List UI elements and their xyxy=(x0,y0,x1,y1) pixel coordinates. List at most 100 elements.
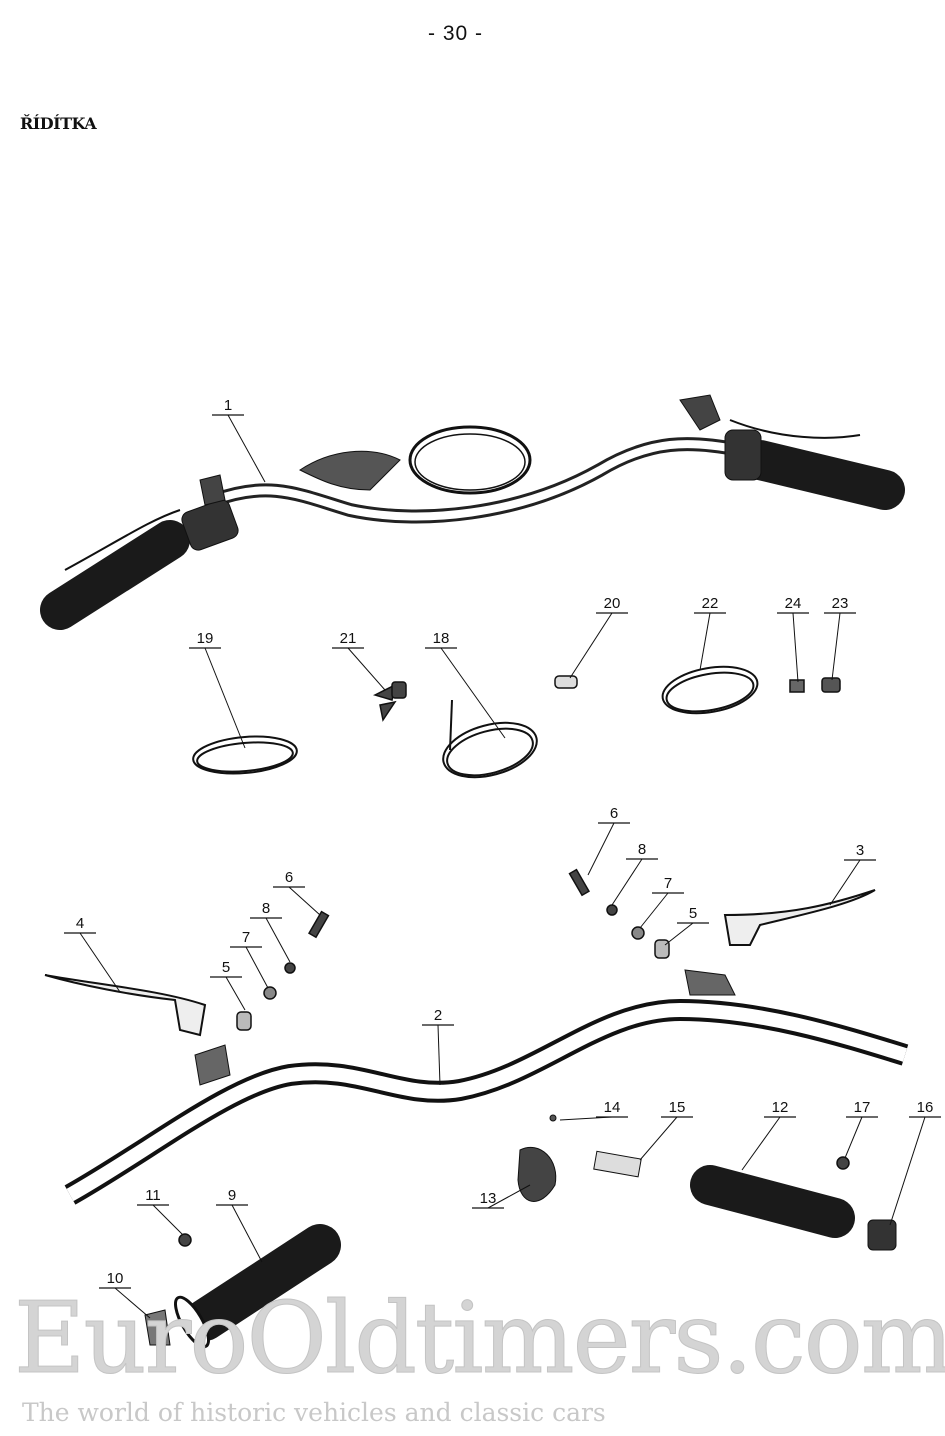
leader-line xyxy=(792,612,799,683)
callout-number: 21 xyxy=(340,630,357,647)
callout-8: 8 xyxy=(250,900,291,963)
leader-line xyxy=(844,1116,863,1159)
screw-24 xyxy=(789,679,805,693)
leader-line xyxy=(587,822,615,876)
nipple-20 xyxy=(554,675,578,689)
leader-line xyxy=(231,1204,263,1263)
leader-line xyxy=(440,647,506,739)
leader-line xyxy=(829,859,861,906)
callout-number: 5 xyxy=(222,959,230,976)
callout-16: 16 xyxy=(889,1099,941,1226)
callout-9: 9 xyxy=(216,1187,263,1263)
callout-number: 11 xyxy=(145,1187,161,1204)
callout-number: 6 xyxy=(285,869,293,886)
callout-number: 14 xyxy=(604,1099,621,1116)
bare-handlebar xyxy=(64,969,909,1205)
callout-number: 24 xyxy=(785,595,802,612)
callout-19: 19 xyxy=(189,630,246,749)
callout-number: 10 xyxy=(107,1270,124,1287)
callout-2: 2 xyxy=(422,1007,454,1086)
callout-number: 8 xyxy=(262,900,270,917)
cable-18 xyxy=(442,721,538,779)
callout-number: 8 xyxy=(638,841,646,858)
cable-22 xyxy=(661,665,759,715)
leader-line xyxy=(559,1116,613,1121)
callout-10: 10 xyxy=(99,1270,151,1319)
small-parts xyxy=(178,675,850,1247)
grips xyxy=(144,1114,897,1349)
callout-6: 6 xyxy=(273,869,321,916)
callout-8: 8 xyxy=(611,841,658,906)
callout-5: 5 xyxy=(210,959,246,1011)
callout-number: 19 xyxy=(197,630,214,647)
callout-number: 3 xyxy=(856,842,864,859)
grip-end-16 xyxy=(867,1219,897,1251)
callout-number: 18 xyxy=(433,630,450,647)
callout-number: 12 xyxy=(772,1099,789,1116)
callout-21: 21 xyxy=(332,630,386,691)
callout-number: 22 xyxy=(702,595,719,612)
callout-number: 15 xyxy=(669,1099,686,1116)
grip-9 xyxy=(184,1224,341,1341)
leader-line xyxy=(225,976,246,1011)
callout-6: 6 xyxy=(587,805,630,876)
leader-line xyxy=(288,886,321,916)
grip-12 xyxy=(690,1165,855,1238)
leader-line xyxy=(741,1116,781,1171)
callout-3: 3 xyxy=(829,842,876,906)
leader-line xyxy=(245,946,269,989)
callout-15: 15 xyxy=(639,1099,693,1161)
callout-24: 24 xyxy=(777,595,809,683)
callout-5: 5 xyxy=(664,905,709,946)
leader-line xyxy=(227,414,266,483)
callout-11: 11 xyxy=(137,1187,184,1236)
page-number: - 30 - xyxy=(428,22,484,45)
callout-number: 23 xyxy=(832,595,849,612)
cable-19 xyxy=(192,735,298,775)
leader-line xyxy=(831,612,841,681)
callout-14: 14 xyxy=(559,1099,628,1121)
leader-line xyxy=(611,858,643,906)
callout-17: 17 xyxy=(844,1099,878,1159)
lever-3 xyxy=(723,889,876,946)
leader-line xyxy=(639,1116,678,1161)
callout-7: 7 xyxy=(639,875,684,929)
leader-line xyxy=(114,1287,151,1319)
watermark-brand: EuroOldtimers.com xyxy=(14,1282,945,1397)
grip-end-13 xyxy=(517,1147,557,1202)
callout-number: 16 xyxy=(917,1099,934,1116)
callout-4: 4 xyxy=(64,915,121,993)
cables xyxy=(192,665,759,779)
bolt-6-right xyxy=(568,868,590,897)
screw-14 xyxy=(549,1114,557,1122)
leader-line xyxy=(664,922,694,946)
leader-line xyxy=(699,612,711,671)
callout-12: 12 xyxy=(741,1099,796,1171)
callout-13: 13 xyxy=(472,1184,531,1209)
lever-4 xyxy=(44,974,207,1037)
leader-line xyxy=(569,612,613,679)
leader-line xyxy=(79,932,121,993)
callout-number: 6 xyxy=(610,805,618,822)
callout-number: 7 xyxy=(664,875,672,892)
callout-number: 9 xyxy=(228,1187,236,1204)
callout-number: 17 xyxy=(854,1099,871,1116)
callout-number: 5 xyxy=(689,905,697,922)
leader-line xyxy=(487,1184,531,1209)
leader-line xyxy=(347,647,386,691)
callout-number: 2 xyxy=(434,1007,442,1024)
leader-line xyxy=(437,1024,441,1086)
section-title: ŘÍDÍTKA xyxy=(20,114,97,133)
leader-line xyxy=(889,1116,926,1226)
callout-23: 23 xyxy=(824,595,856,681)
callout-1: 1 xyxy=(212,397,266,483)
callout-number: 4 xyxy=(76,915,84,932)
watermark-tagline: The world of historic vehicles and class… xyxy=(22,1398,606,1427)
leader-line xyxy=(639,892,669,929)
leader-line xyxy=(204,647,246,749)
bolt-6-left xyxy=(308,910,330,939)
nut-23 xyxy=(821,677,841,693)
callout-number: 1 xyxy=(224,397,232,414)
